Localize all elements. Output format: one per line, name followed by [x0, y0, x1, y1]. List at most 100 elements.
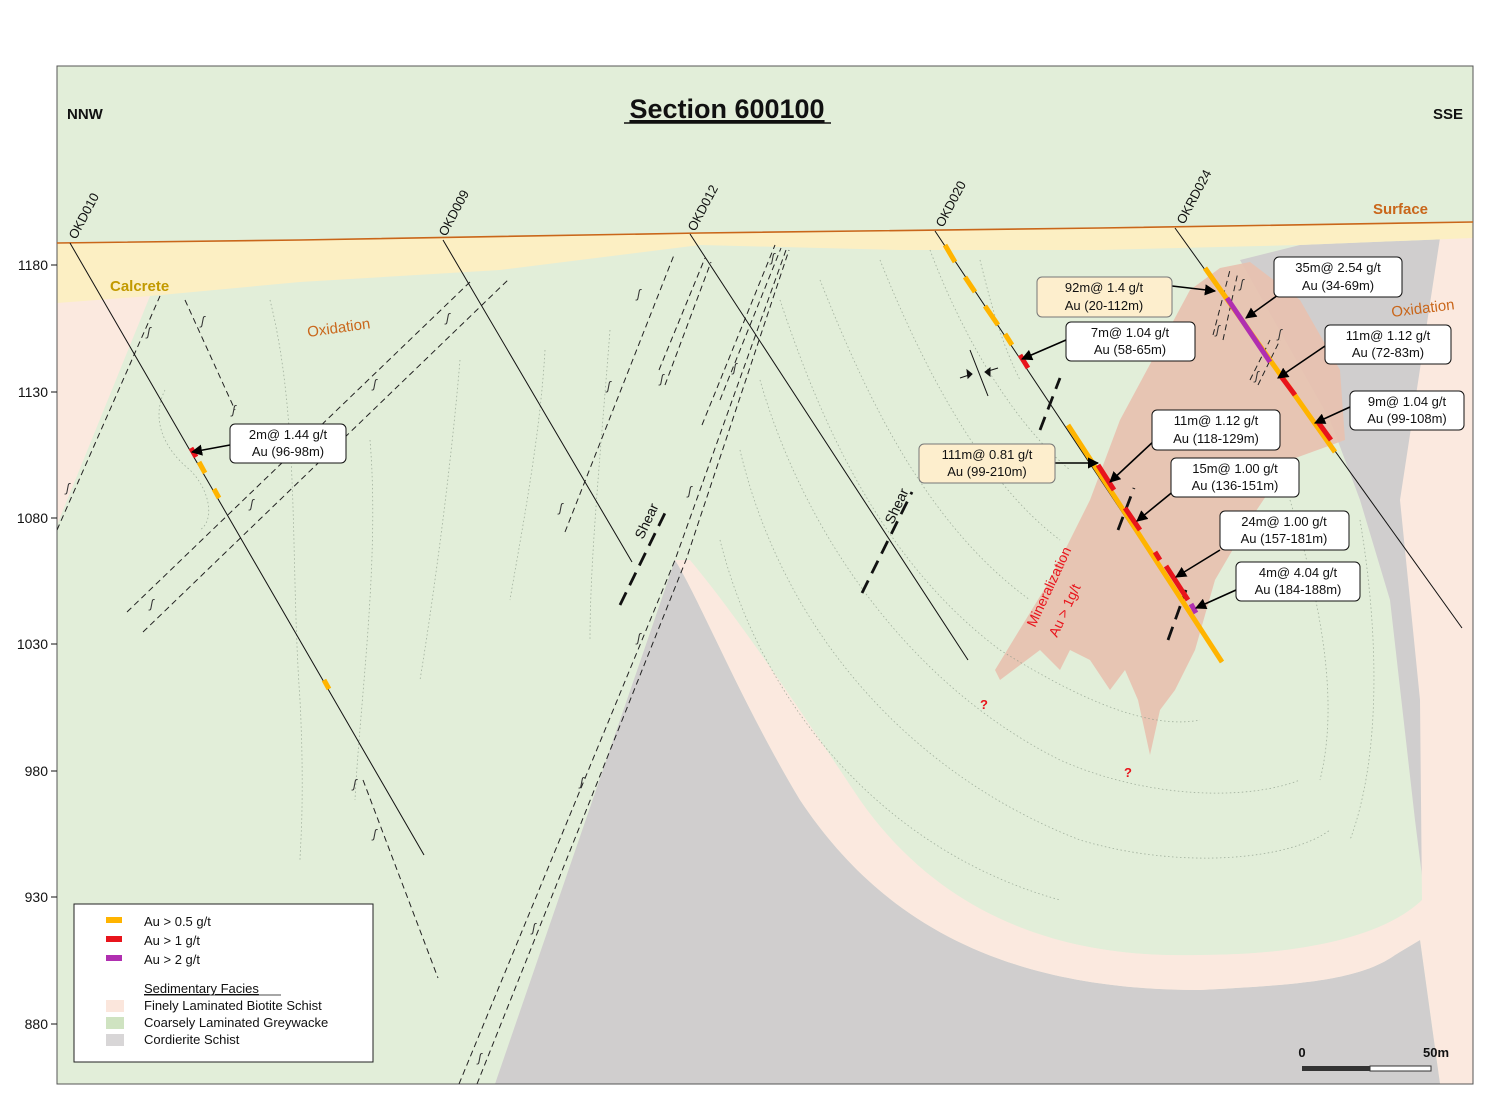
surface-line	[56, 221, 1474, 244]
legend-label-au05: Au > 0.5 g/t	[144, 914, 211, 929]
intercept-interval: Au (136-151m)	[1192, 478, 1279, 493]
intercept-grade: 111m@ 0.81 g/t	[942, 447, 1033, 462]
drillhole-trace-okd009	[442, 239, 633, 563]
surface-label: Surface	[1373, 201, 1428, 218]
intercept-interval: Au (20-112m)	[1065, 298, 1144, 313]
intercept-callout: 24m@ 1.00 g/t Au (157-181m)	[1219, 510, 1350, 551]
legend-swatch-au2	[106, 955, 122, 961]
svg-text:ʃ: ʃ	[230, 403, 237, 417]
intercept-grade: 24m@ 1.00 g/t	[1241, 514, 1327, 529]
elevation-tick-1030: 1030	[17, 636, 48, 652]
svg-text:ʃ: ʃ	[145, 325, 152, 339]
grade-intervals	[188, 243, 1338, 691]
map-frame	[56, 65, 1474, 1085]
legend: Au > 0.5 g/t Au > 1 g/t Au > 2 g/t Sedim…	[73, 903, 374, 1063]
biotite-schist-band-redraw	[675, 560, 1420, 990]
intercept-interval: Au (99-210m)	[947, 464, 1026, 479]
direction-sse: SSE	[1433, 106, 1463, 123]
svg-text:ʃ: ʃ	[635, 287, 642, 301]
scale-end-label: 50m	[1423, 1045, 1449, 1060]
intercept-callout: 15m@ 1.00 g/t Au (136-151m)	[1170, 457, 1300, 498]
svg-text:ʃ: ʃ	[1276, 327, 1283, 341]
elevation-tick-1080: 1080	[17, 510, 48, 526]
svg-text:ʃ: ʃ	[658, 372, 665, 386]
svg-text:ʃ: ʃ	[769, 251, 776, 265]
svg-text:ʃ: ʃ	[1253, 369, 1260, 383]
lamination-traces	[158, 249, 1375, 901]
elevation-axis: 1180 1130 1080 1030 980 930 880	[17, 257, 57, 1032]
elevation-tick-930: 930	[25, 889, 49, 905]
legend-label-greywacke: Coarsely Laminated Greywacke	[144, 1015, 328, 1030]
fold-axis-symbol	[959, 349, 999, 397]
intercept-callout: 11m@ 1.12 g/t Au (118-129m)	[1151, 409, 1281, 451]
intercept-grade: 35m@ 2.54 g/t	[1295, 260, 1381, 275]
svg-text:ʃ: ʃ	[605, 379, 612, 393]
legend-swatch-biotite	[106, 1000, 124, 1012]
intercept-interval: Au (72-83m)	[1352, 345, 1424, 360]
intercept-interval: Au (96-98m)	[252, 444, 324, 459]
intercept-callouts: 2m@ 1.44 g/t Au (96-98m) 92m@ 1.4 g/t Au…	[229, 256, 1465, 602]
cordierite-schist-lower	[495, 560, 1440, 1084]
svg-text:ʃ: ʃ	[444, 311, 451, 325]
legend-label-au1: Au > 1 g/t	[144, 933, 200, 948]
svg-text:ʃ: ʃ	[686, 484, 693, 498]
svg-text:ʃ: ʃ	[371, 377, 378, 391]
callout-arrows	[190, 284, 1351, 609]
intercept-interval: Au (157-181m)	[1241, 531, 1328, 546]
scale-start-label: 0	[1298, 1045, 1305, 1060]
intercept-grade: 4m@ 4.04 g/t	[1259, 565, 1338, 580]
calcrete-layer	[57, 222, 1473, 303]
intercept-callout: 2m@ 1.44 g/t Au (96-98m)	[229, 423, 347, 464]
biotite-schist-left	[57, 296, 150, 525]
svg-text:ʃ: ʃ	[578, 775, 585, 789]
intercept-callout: 111m@ 0.81 g/t Au (99-210m)	[918, 443, 1056, 484]
intercept-callout: 9m@ 1.04 g/t Au (99-108m)	[1349, 390, 1465, 431]
svg-text:ʃ: ʃ	[371, 827, 378, 841]
intercept-callout: 35m@ 2.54 g/t Au (34-69m)	[1273, 256, 1403, 298]
legend-label-biotite: Finely Laminated Biotite Schist	[144, 998, 322, 1013]
svg-text:ʃ: ʃ	[731, 361, 738, 375]
intercept-grade: 9m@ 1.04 g/t	[1368, 394, 1447, 409]
legend-label-cordierite: Cordierite Schist	[144, 1032, 240, 1047]
intercept-grade: 11m@ 1.12 g/t	[1174, 413, 1259, 428]
legend-swatch-cordierite	[106, 1034, 124, 1046]
intercept-callout: 7m@ 1.04 g/t Au (58-65m)	[1065, 321, 1196, 362]
intercept-callout: 4m@ 4.04 g/t Au (184-188m)	[1235, 561, 1361, 602]
svg-text:ʃ: ʃ	[64, 481, 71, 495]
svg-text:ʃ: ʃ	[248, 497, 255, 511]
intercept-interval: Au (99-108m)	[1367, 411, 1446, 426]
section-title: Section 600100	[629, 94, 824, 124]
legend-swatch-au1	[106, 936, 122, 942]
legend-label-au2: Au > 2 g/t	[144, 952, 200, 967]
drillhole-trace-okd010	[69, 242, 425, 856]
elevation-tick-1130: 1130	[18, 384, 48, 400]
legend-swatch-greywacke	[106, 1017, 124, 1029]
svg-text:ʃ: ʃ	[635, 631, 642, 645]
legend-facies-title: Sedimentary Facies	[144, 981, 259, 996]
svg-text:ʃ: ʃ	[148, 597, 155, 611]
intercept-interval: Au (34-69m)	[1302, 278, 1374, 293]
elevation-tick-1180: 1180	[18, 257, 48, 273]
elevation-tick-880: 880	[25, 1016, 49, 1032]
mineralization-zone	[995, 262, 1345, 755]
question-mark-2: ?	[1124, 765, 1132, 780]
svg-text:ʃ: ʃ	[199, 314, 206, 328]
intercept-interval: Au (118-129m)	[1173, 431, 1259, 446]
svg-text:ʃ: ʃ	[476, 1051, 483, 1065]
svg-text:ʃ: ʃ	[1214, 323, 1221, 337]
intercept-interval: Au (184-188m)	[1255, 582, 1342, 597]
intercept-grade: 92m@ 1.4 g/t	[1065, 280, 1144, 295]
calcrete-label: Calcrete	[110, 278, 169, 295]
intercept-callout: 92m@ 1.4 g/t Au (20-112m)	[1036, 276, 1173, 318]
direction-nnw: NNW	[67, 106, 104, 123]
scale-bar: 0 50m	[1298, 1045, 1449, 1072]
svg-text:ʃ: ʃ	[1238, 277, 1245, 291]
svg-text:ʃ: ʃ	[530, 921, 537, 935]
intercept-grade: 15m@ 1.00 g/t	[1192, 461, 1278, 476]
intercept-grade: 11m@ 1.12 g/t	[1346, 328, 1431, 343]
elevation-tick-980: 980	[25, 763, 49, 779]
intercept-grade: 7m@ 1.04 g/t	[1091, 325, 1170, 340]
drillhole-trace-okd012	[689, 233, 969, 661]
